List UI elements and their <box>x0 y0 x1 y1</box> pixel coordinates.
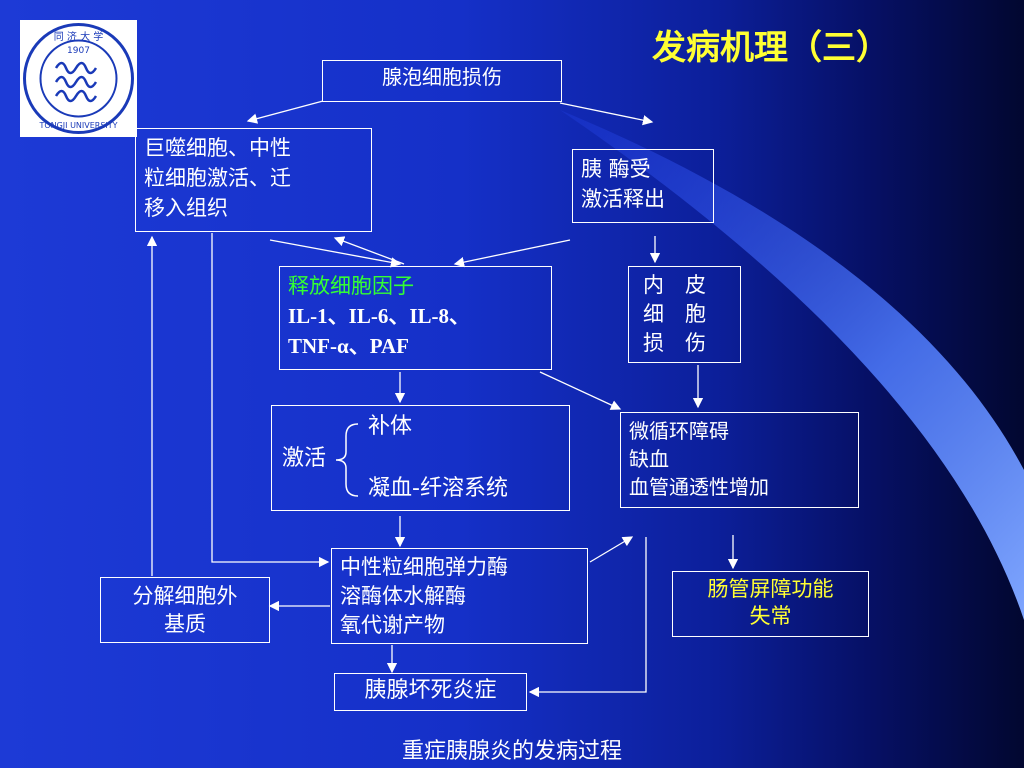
svg-text:同 济 大 学: 同 济 大 学 <box>54 30 104 43</box>
coagulation-text: 凝血-纤溶系统 <box>368 476 508 501</box>
enzyme-activation-box: 胰 酶受 激活释出 <box>572 149 714 223</box>
necrosis-text: 胰腺坏死炎症 <box>364 678 497 703</box>
endothelial-injury-box: 内 皮 细 胞 损 伤 <box>628 266 741 363</box>
neutro-line-2: 溶酶体水解酶 <box>340 584 466 608</box>
footer-caption: 重症胰腺炎的发病过程 <box>401 739 622 764</box>
neutrophil-products-box: 中性粒细胞弹力酶 溶酶体水解酶 氧代谢产物 <box>331 548 588 644</box>
endothelial-line-3: 损 伤 <box>643 331 706 355</box>
microcirculation-box: 微循环障碍 缺血 血管通透性增加 <box>620 412 859 508</box>
acinar-cell-injury-text: 腺泡细胞损伤 <box>382 65 502 89</box>
endothelial-line-1: 内 皮 <box>643 273 706 297</box>
brace-icon <box>335 423 359 497</box>
matrix-line-1: 分解细胞外 <box>132 584 238 608</box>
macrophage-line-3: 移入组织 <box>144 196 228 220</box>
activation-label: 激活 <box>282 446 327 471</box>
matrix-line-2: 基质 <box>164 612 206 636</box>
pancreatic-necrosis-box: 胰腺坏死炎症 <box>334 673 527 711</box>
svg-text:TONGJI UNIVERSITY: TONGJI UNIVERSITY <box>38 121 117 130</box>
acinar-cell-injury-box: 腺泡细胞损伤 <box>322 60 562 102</box>
barrier-line-2: 失常 <box>749 604 792 628</box>
intestinal-barrier-box: 肠管屏障功能 失常 <box>672 571 869 637</box>
barrier-line-1: 肠管屏障功能 <box>707 577 834 601</box>
neutro-line-3: 氧代谢产物 <box>340 613 445 637</box>
tongji-logo: 同 济 大 学 1907 TONGJI UNIVERSITY <box>20 20 137 137</box>
enzyme-line-2: 激活释出 <box>581 187 665 211</box>
cytokine-release-box: 释放细胞因子 IL-1、IL-6、IL-8、 TNF-α、PAF <box>279 266 552 370</box>
activation-box: 激活 补体 凝血-纤溶系统 <box>271 405 570 511</box>
extracellular-matrix-box: 分解细胞外 基质 <box>100 577 270 643</box>
cytokine-list-1: IL-1、IL-6、IL-8、 <box>288 304 471 328</box>
svg-text:1907: 1907 <box>67 46 90 56</box>
neutro-line-1: 中性粒细胞弹力酶 <box>340 555 508 579</box>
endothelial-line-2: 细 胞 <box>643 302 706 326</box>
macrophage-activation-box: 巨噬细胞、中性 粒细胞激活、迁 移入组织 <box>135 128 372 232</box>
complement-text: 补体 <box>368 414 413 439</box>
macrophage-line-2: 粒细胞激活、迁 <box>144 166 291 190</box>
cytokine-title: 释放细胞因子 <box>288 274 414 298</box>
macrophage-line-1: 巨噬细胞、中性 <box>144 136 291 160</box>
enzyme-line-1: 胰 酶受 <box>581 157 651 181</box>
micro-line-2: 缺血 <box>629 447 669 471</box>
cytokine-list-2: TNF-α、PAF <box>288 334 409 358</box>
micro-line-3: 血管通透性增加 <box>629 475 769 499</box>
slide-title: 发病机理（三） <box>652 28 890 68</box>
micro-line-1: 微循环障碍 <box>629 419 729 443</box>
